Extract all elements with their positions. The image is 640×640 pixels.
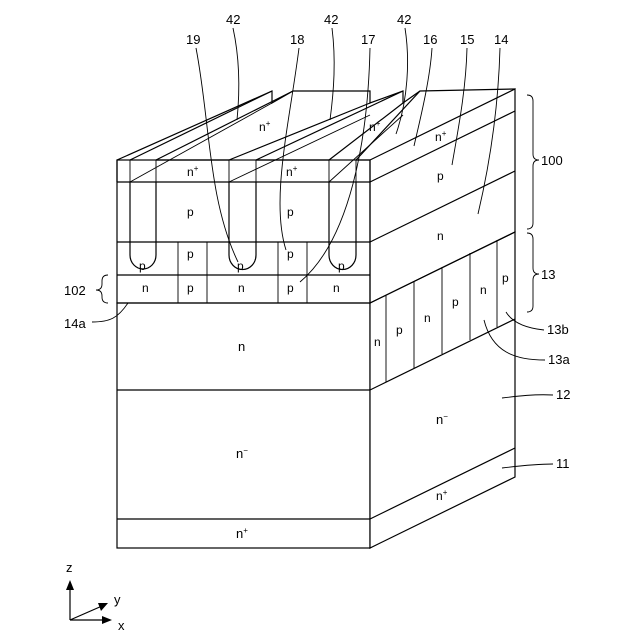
ref-42-a: 42 bbox=[226, 12, 240, 27]
n-col-label-3: n bbox=[333, 281, 340, 295]
ref-18: 18 bbox=[290, 32, 304, 47]
right-p-body: p bbox=[437, 169, 444, 183]
top-ridge-6 bbox=[356, 91, 420, 160]
z-axis-label: z bbox=[66, 560, 73, 575]
p-col-label-4: p bbox=[287, 281, 294, 295]
ref-102: 102 bbox=[64, 283, 86, 298]
ref-17: 17 bbox=[361, 32, 375, 47]
brace-100 bbox=[527, 95, 539, 229]
ref-15: 15 bbox=[460, 32, 474, 47]
n-col-label-1: n bbox=[142, 281, 149, 295]
trench-1 bbox=[130, 182, 156, 269]
top-n-plus-2: n+ bbox=[369, 119, 381, 134]
ref-13a: 13a bbox=[548, 352, 570, 367]
top-ridge-2 bbox=[156, 91, 293, 160]
n-drift-label: n bbox=[238, 339, 245, 354]
top-ridge-4 bbox=[256, 91, 403, 160]
p-trench-label-3: p bbox=[338, 259, 345, 273]
trench-bottom-3 bbox=[329, 115, 403, 182]
leader-19 bbox=[196, 48, 238, 262]
pillar-n-1: n bbox=[374, 335, 381, 349]
top-ridge-1 bbox=[130, 91, 272, 160]
x-arrow-icon bbox=[102, 616, 112, 624]
ref-14: 14 bbox=[494, 32, 508, 47]
ref-13: 13 bbox=[541, 267, 555, 282]
leader-42-b bbox=[330, 28, 334, 120]
brace-102 bbox=[96, 275, 108, 303]
z-arrow-icon bbox=[66, 580, 74, 590]
pillar-p-1: p bbox=[396, 323, 403, 337]
y-arrow-icon bbox=[98, 603, 108, 611]
n-plus-label-2: n+ bbox=[286, 164, 298, 179]
trench-bottom-2 bbox=[229, 115, 370, 182]
leader-42-c bbox=[396, 28, 408, 134]
ref-16: 16 bbox=[423, 32, 437, 47]
ref-12: 12 bbox=[556, 387, 570, 402]
y-axis-label: y bbox=[114, 592, 121, 607]
top-ridge-3 bbox=[229, 103, 370, 160]
pillar-n-2: n bbox=[424, 311, 431, 325]
p-body-label-2: p bbox=[287, 205, 294, 219]
ref-14a: 14a bbox=[64, 316, 86, 331]
leader-14 bbox=[478, 48, 500, 214]
ref-13b: 13b bbox=[547, 322, 569, 337]
top-surface bbox=[117, 89, 515, 182]
leader-15 bbox=[452, 48, 467, 165]
y-axis bbox=[70, 606, 102, 620]
p-col-label-2: p bbox=[187, 281, 194, 295]
pillar-p-2: p bbox=[452, 295, 459, 309]
n-plus-label-1: n+ bbox=[187, 164, 199, 179]
axes-indicator: z y x bbox=[66, 560, 125, 633]
top-n-plus-1: n+ bbox=[259, 119, 271, 134]
leader-42-a bbox=[233, 28, 239, 120]
x-axis-label: x bbox=[118, 618, 125, 633]
p-body-label-1: p bbox=[187, 205, 194, 219]
pillar-p-3: p bbox=[502, 271, 509, 285]
p-col-label-3: p bbox=[287, 247, 294, 261]
p-trench-label-1: p bbox=[139, 259, 146, 273]
leader-17 bbox=[300, 48, 370, 282]
right-n-plus: n+ bbox=[435, 129, 447, 144]
right-n-layer: n bbox=[437, 229, 444, 243]
ref-100: 100 bbox=[541, 153, 563, 168]
ref-42-b: 42 bbox=[324, 12, 338, 27]
pillar-n-3: n bbox=[480, 283, 487, 297]
ref-19: 19 bbox=[186, 32, 200, 47]
trench-2 bbox=[229, 182, 256, 270]
ref-11: 11 bbox=[556, 456, 570, 471]
n-col-label-2: n bbox=[238, 281, 245, 295]
leader-18 bbox=[280, 48, 299, 250]
ref-42-c: 42 bbox=[397, 12, 411, 27]
brace-13 bbox=[527, 233, 539, 312]
trench-bottom-1 bbox=[130, 103, 272, 182]
trench-3 bbox=[329, 182, 356, 270]
p-col-label-1: p bbox=[187, 247, 194, 261]
